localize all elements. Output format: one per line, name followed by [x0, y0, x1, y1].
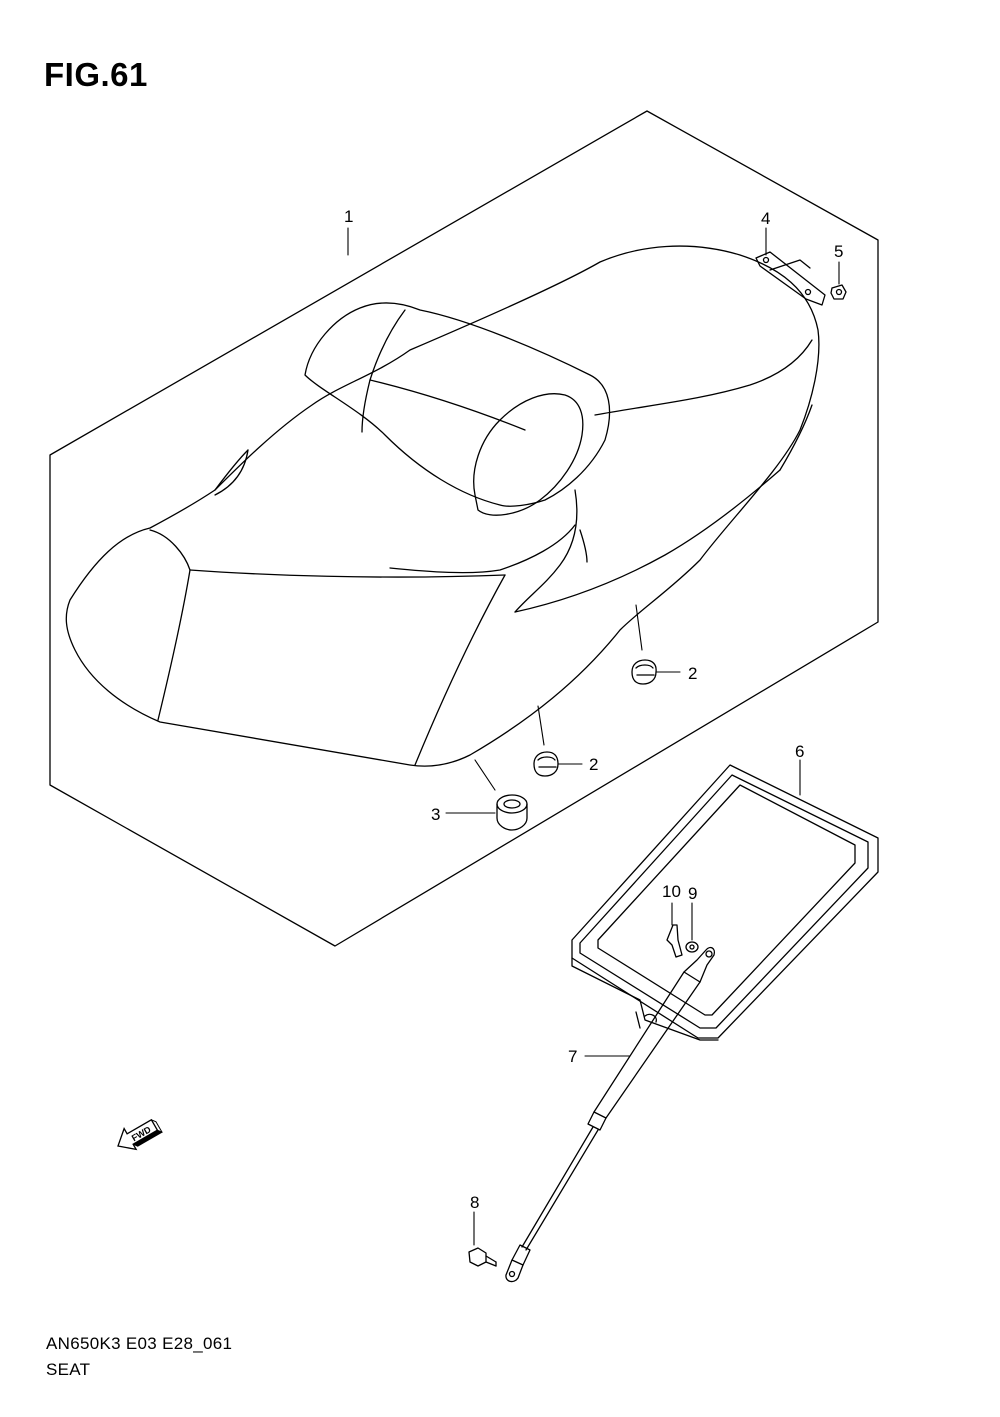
damper-part-3 — [496, 794, 528, 831]
seat-backrest — [304, 302, 611, 516]
callout-labels: 1 2 2 3 4 5 6 7 8 9 10 — [344, 207, 843, 1212]
callout-3: 3 — [431, 805, 440, 824]
bolt-part-8 — [468, 1247, 497, 1267]
seat-assembly — [65, 245, 820, 767]
washer-part-9 — [685, 941, 699, 953]
leader-lines — [347, 227, 840, 1246]
callout-5: 5 — [834, 242, 843, 261]
callout-9: 9 — [688, 884, 697, 903]
cushion-part-2-lower — [533, 751, 559, 777]
callout-10: 10 — [662, 882, 681, 901]
callout-2-upper: 2 — [688, 664, 697, 683]
cushion-part-2-upper — [631, 659, 657, 685]
gas-strut-part-7 — [505, 946, 716, 1283]
figure-title: FIG.61 — [44, 56, 148, 93]
model-code: AN650K3 E03 E28_061 — [46, 1334, 233, 1353]
fwd-arrow-icon: FWD — [117, 1118, 164, 1151]
callout-4: 4 — [761, 209, 770, 228]
callout-1: 1 — [344, 207, 353, 226]
clip-part-10 — [666, 924, 683, 958]
callout-6: 6 — [795, 742, 804, 761]
bracket-part-4 — [755, 251, 826, 306]
assembly-boundary — [49, 110, 879, 947]
nut-part-5 — [830, 284, 847, 300]
section-name: SEAT — [46, 1360, 91, 1379]
callout-8: 8 — [470, 1193, 479, 1212]
callout-2-lower: 2 — [589, 755, 598, 774]
frame-part-6 — [571, 764, 879, 1041]
callout-7: 7 — [568, 1047, 577, 1066]
